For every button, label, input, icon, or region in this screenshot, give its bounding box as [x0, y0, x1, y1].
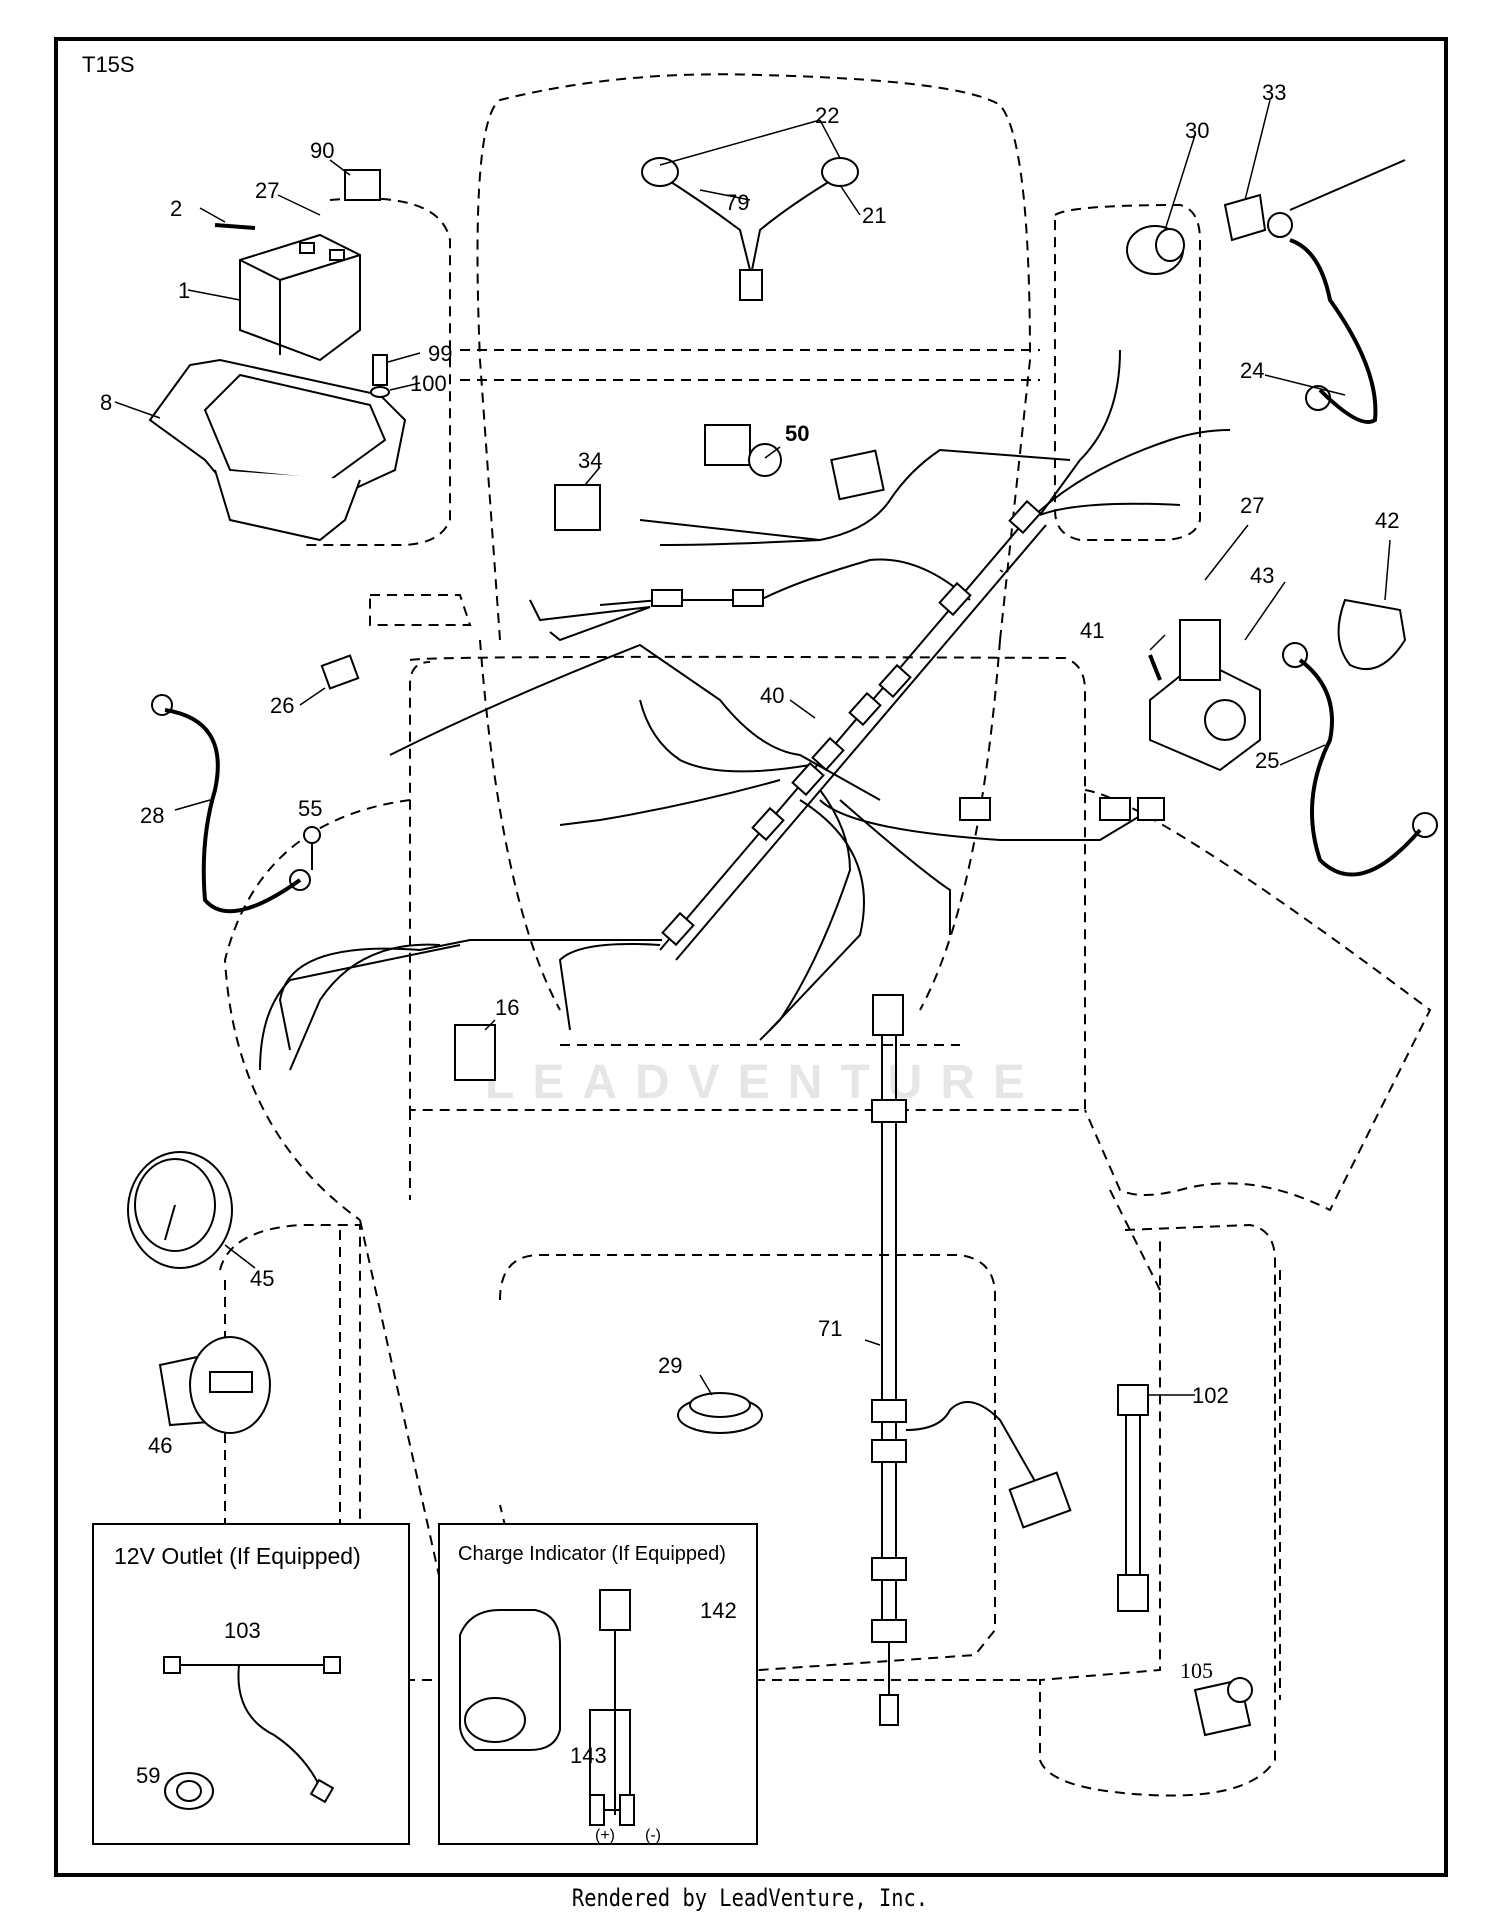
charge-indicator-drawing: [459, 1589, 635, 1826]
callout-50: 50: [785, 421, 810, 446]
connector-16: [454, 1024, 496, 1081]
callout-21: 21: [862, 203, 887, 228]
polarity-positive: (+): [595, 1827, 615, 1844]
inset-charge-title: Charge Indicator (If Equipped): [458, 1543, 726, 1565]
tractor-outline: [219, 73, 1432, 1797]
ignition-key: [1223, 193, 1267, 242]
callout-99: 99: [428, 341, 453, 366]
callout-24: 24: [1240, 358, 1265, 383]
callout-33: 33: [1262, 80, 1287, 105]
buzzer: [1193, 1677, 1253, 1737]
hour-meter: [158, 1336, 271, 1434]
bolt-41: [1148, 654, 1162, 681]
main-harness: [259, 349, 1231, 1071]
callout-40: 40: [760, 683, 785, 708]
ignition-switch: [1126, 225, 1185, 275]
terminal-boot: [1337, 598, 1407, 670]
harness-71: [871, 994, 1072, 1726]
callout-100: 100: [410, 371, 447, 396]
battery: [239, 233, 361, 362]
fuse-holder: [344, 169, 381, 201]
cable-25: [1282, 642, 1438, 877]
inset-12v-outlet: 12V Outlet (If Equipped) 103 59: [92, 1523, 410, 1845]
callout-16: 16: [495, 995, 520, 1020]
polarity-negative: (-): [645, 1827, 661, 1844]
callout-142: 142: [700, 1598, 737, 1623]
callout-1: 1: [178, 278, 191, 303]
callout-28: 28: [140, 803, 165, 828]
diagram-frame: [54, 37, 1448, 1877]
callout-34: 34: [578, 448, 603, 473]
ammeter: [127, 1151, 233, 1269]
callout-42: 42: [1375, 508, 1400, 533]
battery-tray: [148, 358, 407, 542]
callout-27a: 27: [255, 178, 280, 203]
callout-26: 26: [270, 693, 295, 718]
cable-28: [151, 694, 311, 914]
inset-charge-indicator: Charge Indicator (If Equipped) 142 143 (…: [438, 1523, 758, 1845]
grommet: [677, 1392, 763, 1434]
model-code: T15S: [82, 52, 135, 77]
callout-8: 8: [100, 390, 113, 415]
footer-credit: Rendered by LeadVenture, Inc.: [571, 1884, 929, 1912]
rocker-switch: [554, 484, 601, 531]
callout-90: 90: [310, 138, 335, 163]
callout-30: 30: [1185, 118, 1210, 143]
callout-46: 46: [148, 1433, 173, 1458]
callout-103: 103: [224, 1618, 261, 1643]
callout-71: 71: [818, 1316, 843, 1341]
leader-lines: [114, 99, 1391, 1396]
harness-clamps: [651, 499, 1165, 947]
callout-41: 41: [1080, 618, 1105, 643]
relay-harness: [1117, 1384, 1149, 1612]
watermark: LEADVENTURE: [485, 1056, 1044, 1109]
callout-105: 105: [1180, 1658, 1213, 1683]
ground-screw: [303, 826, 321, 870]
bolt-99: [370, 354, 390, 398]
cable-24: [1267, 159, 1406, 424]
callout-2: 2: [170, 196, 183, 221]
callout-55: 55: [298, 796, 323, 821]
bolt-2: [214, 223, 256, 230]
inset-12v-title: 12V Outlet (If Equipped): [114, 1543, 361, 1569]
fuse: [320, 654, 360, 690]
callout-79: 79: [725, 190, 750, 215]
callout-43: 43: [1250, 563, 1275, 588]
callout-22: 22: [815, 103, 840, 128]
callout-45: 45: [250, 1266, 275, 1291]
callout-143: 143: [570, 1743, 607, 1768]
solenoid: [1149, 619, 1261, 772]
callout-59: 59: [136, 1763, 161, 1788]
callout-25: 25: [1255, 748, 1280, 773]
callout-29: 29: [658, 1353, 683, 1378]
callout-102: 102: [1192, 1383, 1229, 1408]
headlight-harness: [641, 157, 859, 301]
callout-27b: 27: [1240, 493, 1265, 518]
outlet-harness-drawing: [163, 1656, 341, 1810]
